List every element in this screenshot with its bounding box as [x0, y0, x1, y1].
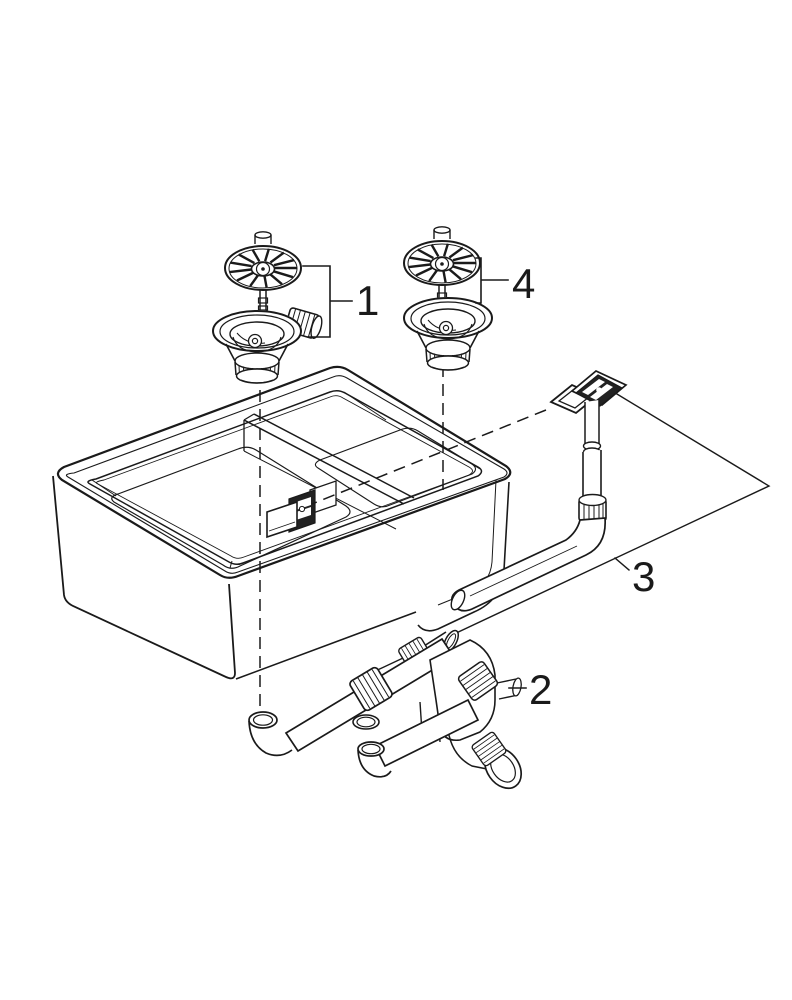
- part4-strainer-plug: [402, 225, 482, 309]
- overflow-nut: [578, 493, 607, 522]
- callout-3: 3: [614, 553, 655, 600]
- gasket-ring: [352, 714, 380, 730]
- trap-end-cap: [470, 730, 523, 790]
- dashed-line-overflow: [311, 409, 547, 505]
- part-label-1: 1: [356, 277, 379, 324]
- lower-pipe-and-elbow: [357, 698, 480, 778]
- callout-2: 2: [508, 666, 552, 713]
- overflow-cover-housing: [570, 370, 628, 407]
- part2-trap-assembly: [248, 629, 523, 790]
- part-label-2: 2: [529, 666, 552, 713]
- callouts: 1 4 3 2: [302, 257, 655, 713]
- left-elbow-and-pipe: [248, 637, 456, 757]
- part3-overflow-assembly: [450, 370, 628, 612]
- overflow-telescopic-tube: [582, 400, 602, 500]
- pipe-b: [373, 698, 480, 768]
- mounting-plane: [351, 390, 771, 683]
- overflow-hole-and-mechanism: [266, 480, 337, 539]
- part1-basket-strainer: [211, 307, 323, 384]
- callout-4: 4: [475, 257, 535, 307]
- overflow-elbow-pipe: [450, 517, 606, 612]
- callout-1: 1: [302, 265, 379, 338]
- part4-basket-strainer: [402, 296, 494, 371]
- part1-strainer-plug: [223, 230, 303, 314]
- part-label-3: 3: [632, 553, 655, 600]
- part-label-4: 4: [512, 260, 535, 307]
